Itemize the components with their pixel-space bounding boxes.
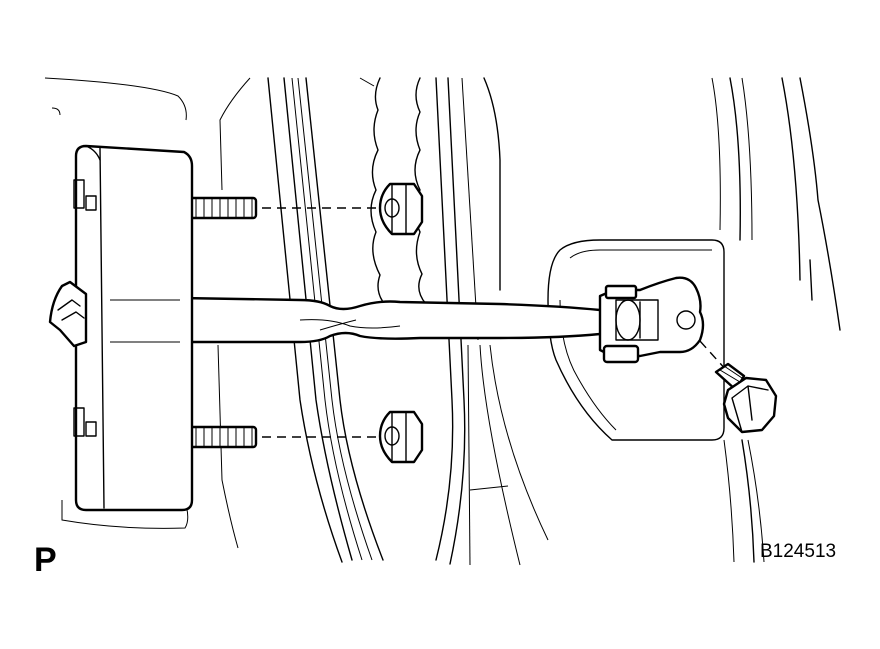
bracket-backing-plate — [547, 239, 725, 441]
bolt-alignment-line — [689, 329, 729, 373]
body-structure-lines — [44, 77, 841, 566]
arm-bracket — [598, 276, 705, 364]
lower-nut — [378, 410, 424, 464]
bracket-bolt — [714, 362, 778, 434]
lower-stud-bolt — [186, 425, 258, 449]
check-arm — [178, 296, 612, 344]
upper-nut — [378, 182, 424, 236]
view-letter-label: P — [34, 541, 57, 579]
upper-stud-bolt — [186, 196, 258, 220]
figure-code-label: B124513 — [760, 541, 837, 562]
door-check-body — [48, 144, 194, 512]
